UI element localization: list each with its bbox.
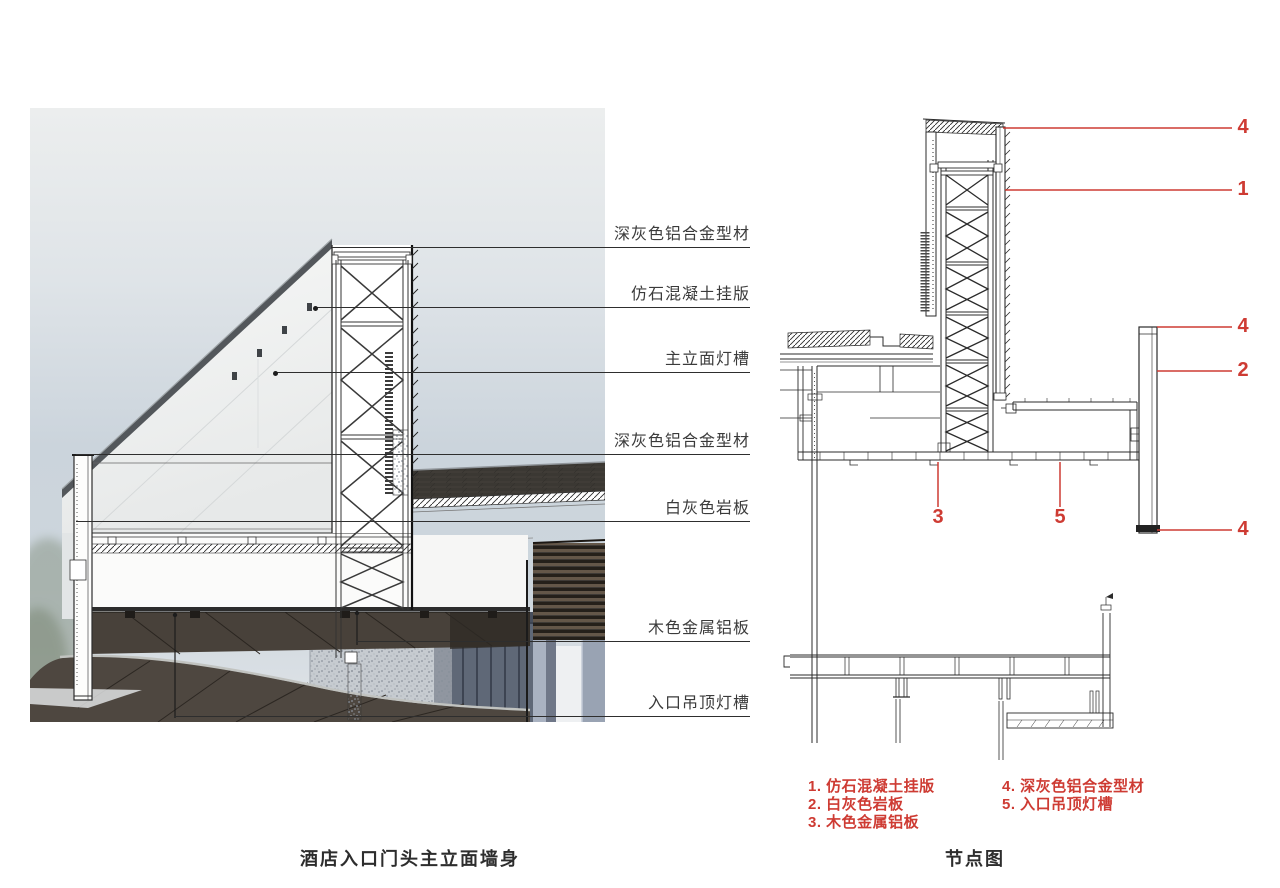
leader-dot: [313, 306, 318, 311]
wall-truss-section-cut: [331, 245, 419, 721]
stone-panel-section: [1136, 326, 1160, 534]
legend-column-2: 4. 深灰色铝合金型材 5. 入口吊顶灯槽: [1002, 778, 1144, 814]
callout-number: 5: [1054, 506, 1066, 528]
leader-dot: [273, 371, 278, 376]
callout-number: 3: [932, 506, 944, 528]
facade-render-illustration: [30, 108, 605, 722]
beam-section: [780, 365, 1143, 743]
canopy-slab-section: [74, 532, 530, 722]
legend-item: 1. 仿石混凝土挂版: [808, 778, 935, 795]
callout-number: 4: [1237, 518, 1249, 540]
material-label: 木色金属铝板: [356, 620, 750, 642]
material-label: 仿石混凝土挂版: [315, 286, 750, 308]
entrance-columns: [533, 640, 605, 722]
entrance-soffit-section: [783, 593, 1114, 760]
callout-number: 2: [1237, 359, 1249, 381]
white-facade-wall: [61, 238, 333, 619]
legend-item: 2. 白灰色岩板: [808, 796, 904, 813]
callout-number: 4: [1237, 315, 1249, 337]
material-label: 白灰色岩板: [76, 500, 750, 522]
callout-number: 1: [1237, 178, 1249, 200]
aluminum-profile-column: [69, 454, 94, 701]
legend-item: 3. 木色金属铝板: [808, 814, 920, 831]
metal-soffit: [88, 611, 530, 655]
leader-line-segments: [172, 610, 360, 718]
material-label: 深灰色铝合金型材: [76, 433, 750, 455]
callout-leader-lines: [937, 127, 1232, 531]
material-label: 深灰色铝合金型材: [331, 226, 750, 248]
roof-section: [780, 329, 934, 363]
wood-louver-wall: [532, 539, 605, 640]
material-label: 入口吊顶灯槽: [174, 695, 750, 717]
right-figure-caption: 节点图: [945, 849, 1005, 869]
legend-column-1: 1. 仿石混凝土挂版 2. 白灰色岩板 3. 木色金属铝板: [808, 778, 935, 832]
node-detail-drawing: [780, 118, 1232, 760]
legend-item: 5. 入口吊顶灯槽: [1002, 796, 1114, 813]
legend-item: 4. 深灰色铝合金型材: [1002, 778, 1145, 795]
material-label: 主立面灯槽: [275, 351, 750, 373]
callout-number: 4: [1237, 116, 1249, 138]
wall-truss-assembly: [920, 118, 1011, 452]
left-figure-caption: 酒店入口门头主立面墙身: [300, 849, 520, 869]
